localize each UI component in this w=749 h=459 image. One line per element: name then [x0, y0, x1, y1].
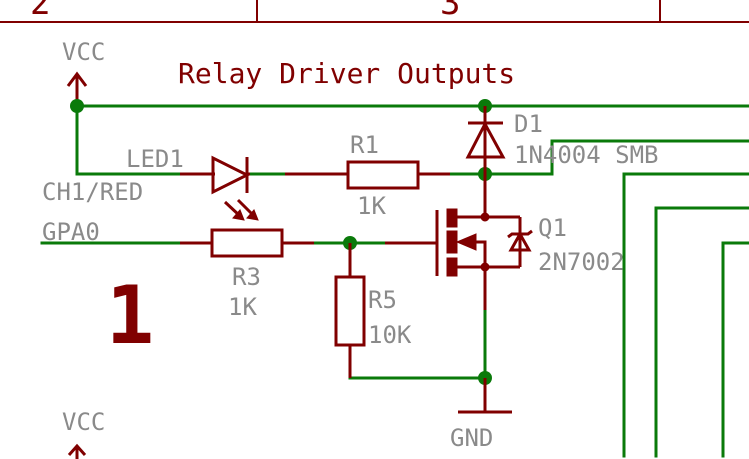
- led-icon: [211, 155, 251, 195]
- r3[interactable]: R3 1K: [180, 228, 314, 321]
- wires: [40, 104, 749, 458]
- r1-ref-label: R1: [350, 131, 379, 159]
- sheet-title: Relay Driver Outputs: [178, 57, 515, 90]
- gnd-symbol[interactable]: GND: [450, 378, 512, 452]
- gpa0-net-label: GPA0: [42, 218, 100, 246]
- vcc-symbol-bottom[interactable]: VCC: [62, 408, 105, 459]
- frame-column-label: 2: [30, 0, 50, 23]
- q1[interactable]: Q1 2N7002: [385, 174, 625, 310]
- vcc-label: VCC: [62, 408, 105, 436]
- r3-value-label: 1K: [228, 293, 257, 321]
- vcc-symbol[interactable]: VCC: [62, 38, 105, 100]
- r5-value-label: 10K: [368, 321, 412, 349]
- q1-source-lead: [470, 240, 487, 310]
- vcc-label: VCC: [62, 38, 105, 66]
- zener-bar: [507, 229, 533, 239]
- q1-channel-segment: [446, 257, 458, 277]
- q1-internal-junction: [480, 212, 490, 222]
- frame-column-label: 3: [440, 0, 460, 23]
- frame-row-label: 1: [106, 269, 154, 362]
- q1-internal-junction: [480, 262, 490, 272]
- resistor-icon: [346, 160, 420, 190]
- diode-icon: [465, 120, 506, 159]
- led-feed-wire[interactable]: [75, 104, 182, 176]
- led1-ref-label: LED1: [126, 145, 184, 173]
- output-wire-3[interactable]: [654, 206, 749, 458]
- q1-value-label: 2N7002: [538, 248, 625, 276]
- junctions: [70, 99, 492, 385]
- q1-ref-label: Q1: [538, 214, 567, 242]
- sheet-frame: 2 3 1: [0, 0, 749, 362]
- zener-diode-icon: [508, 230, 532, 252]
- vcc-arrow-icon: [67, 443, 87, 456]
- r1-value-label: 1K: [357, 192, 386, 220]
- r5-ref-label: R5: [368, 286, 397, 314]
- led1-arrowhead-icon: [232, 209, 245, 221]
- output-wire-4[interactable]: [721, 241, 749, 458]
- channel-label: CH1/RED: [42, 178, 143, 206]
- resistor-icon: [334, 275, 366, 347]
- r1[interactable]: R1 1K: [285, 131, 450, 220]
- q1-channel-segment: [446, 230, 458, 254]
- r5[interactable]: R5 10K: [334, 243, 412, 378]
- drain-output-wire[interactable]: [448, 139, 749, 176]
- led1[interactable]: LED1: [126, 145, 259, 221]
- vcc-arrow-icon: [66, 71, 88, 87]
- led1-arrowhead-icon: [246, 209, 259, 221]
- mosfet-arrow-icon: [455, 233, 477, 251]
- q1-channel-segment: [446, 208, 458, 228]
- d1[interactable]: D1 1N4004 SMB: [465, 106, 659, 174]
- output-wire-2[interactable]: [622, 172, 749, 458]
- gnd-label: GND: [450, 424, 493, 452]
- junction-dot: [70, 99, 84, 113]
- d1-ref-label: D1: [514, 110, 543, 138]
- d1-value-label: 1N4004 SMB: [514, 141, 659, 169]
- r3-ref-label: R3: [232, 263, 261, 291]
- resistor-icon: [210, 228, 284, 258]
